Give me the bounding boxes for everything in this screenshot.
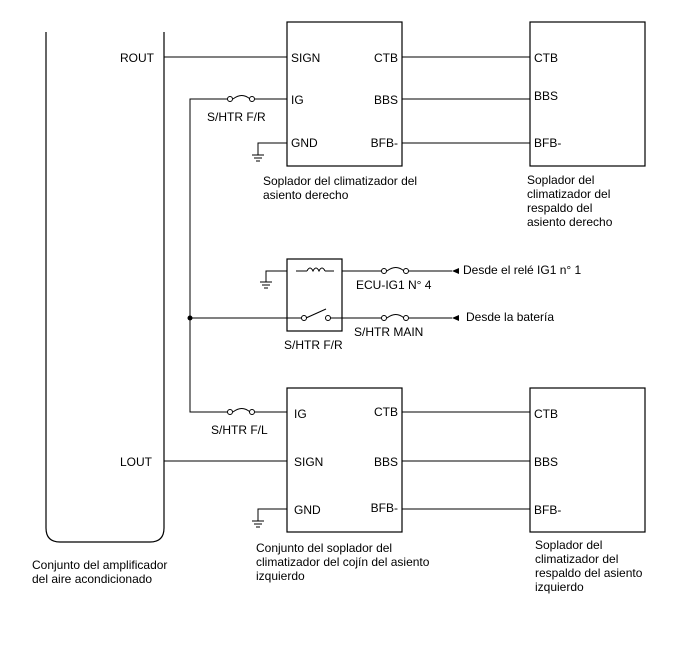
right-back-pin-bbs: BBS (534, 89, 558, 103)
wire-left-ig (189, 318, 228, 413)
right-back-caption-line3: respaldo del (527, 201, 592, 215)
right-seat-pin-bfb: BFB- (371, 136, 398, 150)
amplifier-caption-line2: del aire acondicionado (32, 572, 152, 586)
right-seat-pin-ig: IG (291, 93, 304, 107)
wire-right-ig (189, 98, 228, 410)
fuse-right-ig (227, 95, 255, 102)
left-back-caption-line3: respaldo del asiento (535, 566, 643, 580)
fuse-left-ig (227, 408, 255, 415)
ground-left-cushion (252, 508, 287, 528)
right-seat-pin-bbs: BBS (374, 93, 398, 107)
from-ig1-relay-label: Desde el relé IG1 n° 1 (463, 263, 582, 277)
fuse-ecu-ig1 (381, 267, 409, 274)
amplifier-rout-label: ROUT (120, 51, 155, 65)
left-back-blower-box (529, 387, 646, 533)
right-back-blower-box (529, 21, 646, 167)
left-cushion-pin-bbs: BBS (374, 455, 398, 469)
left-cushion-pin-ctb: CTB (374, 405, 398, 419)
right-back-caption-line2: climatizador del (527, 187, 610, 201)
right-back-caption-line1: Soplador del (527, 173, 594, 187)
left-cushion-pin-sign: SIGN (294, 455, 323, 469)
left-back-pin-bbs: BBS (534, 455, 558, 469)
left-back-caption-line1: Soplador del (535, 538, 602, 552)
amplifier-lout-label: LOUT (120, 455, 153, 469)
left-back-caption-line4: izquierdo (535, 580, 584, 594)
left-cushion-pin-ig: IG (294, 407, 307, 421)
fuse-shtr-main-label: S/HTR MAIN (354, 325, 423, 339)
right-seat-caption-line2: asiento derecho (263, 188, 349, 202)
right-seat-blower-box (286, 21, 403, 167)
ground-right-seat (252, 142, 287, 162)
right-back-caption-line4: asiento derecho (527, 215, 613, 229)
right-seat-caption-line1: Soplador del climatizador del (263, 174, 417, 188)
right-back-pin-ctb: CTB (534, 51, 558, 65)
left-back-pin-ctb: CTB (534, 407, 558, 421)
ground-relay (260, 270, 287, 289)
fuse-shtr-main (381, 314, 409, 321)
fuse-right-ig-label: S/HTR F/R (207, 110, 266, 124)
relay-box (286, 258, 343, 332)
relay-coil-icon (306, 267, 326, 273)
left-cushion-pin-bfb: BFB- (371, 501, 398, 515)
left-cushion-blower-box (286, 387, 403, 533)
fuse-left-ig-label: S/HTR F/L (211, 423, 268, 437)
relay-label: S/HTR F/R (284, 338, 343, 352)
left-back-caption-line2: climatizador del (535, 552, 618, 566)
left-cushion-caption-line3: izquierdo (256, 569, 305, 583)
left-cushion-caption-line2: climatizador del cojín del asiento (256, 555, 430, 569)
left-cushion-caption-line1: Conjunto del soplador del (256, 541, 392, 555)
left-cushion-pin-gnd: GND (294, 503, 321, 517)
left-back-pin-bfb: BFB- (534, 503, 561, 517)
right-seat-pin-sign: SIGN (291, 51, 320, 65)
right-seat-pin-ctb: CTB (374, 51, 398, 65)
amplifier-body (45, 32, 165, 543)
amplifier-caption-line1: Conjunto del amplificador (32, 558, 167, 572)
right-seat-pin-gnd: GND (291, 136, 318, 150)
relay-switch-icon (301, 308, 331, 321)
from-battery-label: Desde la batería (466, 310, 554, 324)
right-back-pin-bfb: BFB- (534, 136, 561, 150)
fuse-ecu-ig1-label: ECU-IG1 N° 4 (356, 278, 432, 292)
